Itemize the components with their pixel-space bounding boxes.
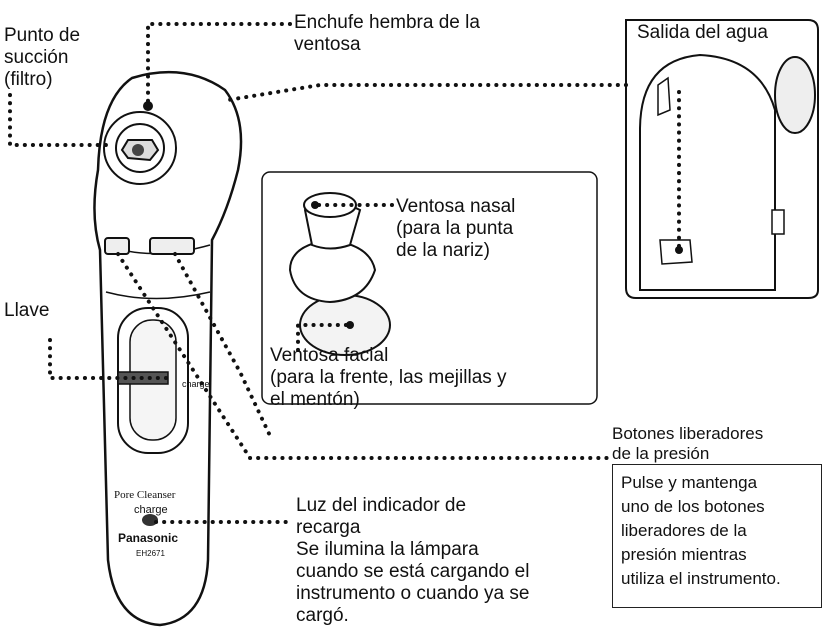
label-luz-indicador: Luz del indicador de recarga Se ilumina … — [296, 495, 530, 626]
pressure-button-left — [104, 237, 130, 255]
botones-info-text: Pulse y mantenga uno de los botones libe… — [621, 473, 781, 588]
label-salida-agua: Salida del agua — [637, 22, 768, 43]
charge-lamp — [142, 514, 158, 526]
label-ventosa-facial: Ventosa facial (para la frente, las meji… — [270, 345, 507, 410]
pressure-button-right — [149, 237, 195, 255]
label-botones-titulo: Botones liberadores de la presión — [612, 424, 764, 463]
product-mark: Pore Cleanser — [114, 489, 176, 501]
label-enchufe: Enchufe hembra de la ventosa — [294, 12, 480, 55]
botones-info-box: Pulse y mantenga uno de los botones libe… — [612, 464, 822, 608]
switch-mark: charge — [182, 379, 210, 389]
label-llave: Llave — [4, 300, 50, 321]
label-punto-succion: Punto de succión (filtro) — [4, 25, 81, 90]
nasal-cup — [288, 238, 377, 304]
model-mark: EH2671 — [136, 549, 165, 558]
brand-mark: Panasonic — [118, 531, 179, 545]
charge-mark: charge — [134, 504, 168, 516]
label-ventosa-nasal: Ventosa nasal (para la punta de la nariz… — [396, 196, 516, 261]
